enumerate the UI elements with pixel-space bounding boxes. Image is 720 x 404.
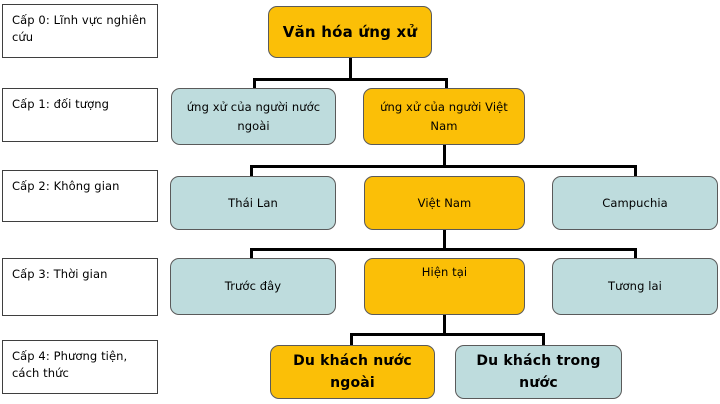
connector-level2-stem bbox=[443, 145, 446, 167]
connector-level4-bar bbox=[350, 333, 545, 336]
connector-level2-right-drop bbox=[634, 165, 637, 177]
level-label-4: Cấp 4: Phương tiện, cách thức bbox=[2, 340, 158, 394]
connector-level2-left-drop bbox=[250, 165, 253, 177]
node-level3-present[interactable]: Hiện tại bbox=[364, 258, 525, 315]
connector-level4-left-drop bbox=[350, 333, 353, 346]
connector-level1-right-drop bbox=[445, 78, 448, 90]
node-level2-thailand[interactable]: Thái Lan bbox=[170, 176, 336, 230]
connector-level4-stem bbox=[443, 315, 446, 333]
connector-level3-left-drop bbox=[250, 248, 253, 259]
level-label-3-line1: Cấp 3: Thời gian bbox=[12, 267, 108, 281]
level-label-4-line2: cách thức bbox=[12, 366, 69, 380]
level-label-3: Cấp 3: Thời gian bbox=[2, 258, 158, 316]
connector-level3-stem bbox=[443, 230, 446, 248]
connector-level2-bar bbox=[250, 165, 637, 168]
node-level3-future[interactable]: Tương lai bbox=[552, 258, 718, 315]
connector-level1-bar bbox=[253, 78, 448, 81]
connector-level1-left-drop bbox=[253, 78, 256, 90]
level-label-0: Cấp 0: Lĩnh vực nghiên cứu bbox=[2, 4, 158, 58]
node-level1-foreigners[interactable]: ứng xử của người nước ngoài bbox=[171, 88, 336, 145]
node-level4-domestic-tourists[interactable]: Du khách trong nước bbox=[455, 345, 622, 399]
level-label-2-line1: Cấp 2: Không gian bbox=[12, 179, 120, 193]
connector-level3-right-drop bbox=[634, 248, 637, 259]
node-level1-vietnamese[interactable]: ứng xử của người Việt Nam bbox=[363, 88, 525, 145]
node-level4-foreign-tourists[interactable]: Du khách nước ngoài bbox=[270, 345, 435, 399]
node-root[interactable]: Văn hóa ứng xử bbox=[268, 6, 432, 58]
level-label-1: Cấp 1: đối tượng bbox=[2, 88, 158, 142]
node-level2-vietnam[interactable]: Việt Nam bbox=[364, 176, 525, 230]
node-level2-cambodia[interactable]: Campuchia bbox=[552, 176, 718, 230]
level-label-0-line2: cứu bbox=[12, 30, 34, 44]
connector-level3-bar bbox=[250, 248, 637, 251]
level-label-2: Cấp 2: Không gian bbox=[2, 170, 158, 222]
connector-root-stem bbox=[349, 58, 352, 80]
level-label-4-line1: Cấp 4: Phương tiện, bbox=[12, 349, 128, 363]
level-label-1-line1: Cấp 1: đối tượng bbox=[12, 97, 110, 111]
level-label-0-line1: Cấp 0: Lĩnh vực nghiên bbox=[12, 13, 147, 27]
node-level3-past[interactable]: Trước đây bbox=[170, 258, 336, 315]
connector-level4-right-drop bbox=[542, 333, 545, 346]
